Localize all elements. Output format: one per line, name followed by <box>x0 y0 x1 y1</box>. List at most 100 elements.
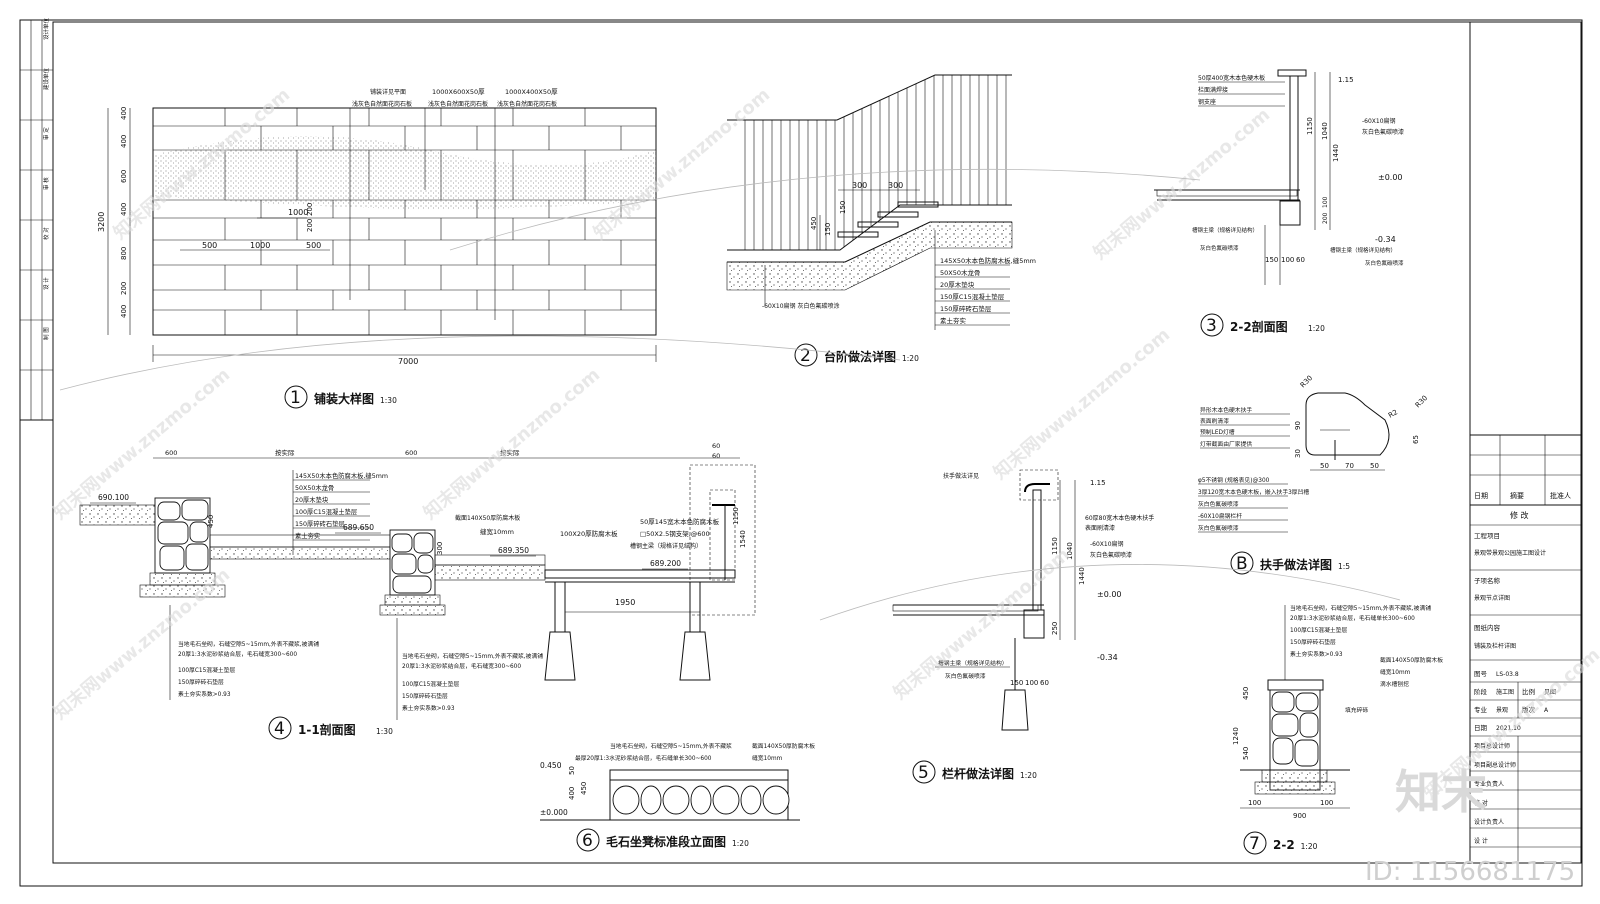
sec7-note-8: 填充碎砾 <box>1345 706 1368 714</box>
sec5-note-9: 灰白色氟碳喷漆 <box>945 672 986 680</box>
sec11-mid-note-5: 槽钢主梁（规格详见结构） <box>630 542 702 550</box>
sec11-left-note-b-3: 150厚碎砖石垫层 <box>402 692 448 700</box>
detail-bubble-6 <box>1243 831 1267 855</box>
sec11-left-note-1: 20厚1:3水泥砂浆结合层，毛石缝宽300~600 <box>178 650 297 658</box>
handrail-note-5: 3厚120宽木本色硬木板，嵌入扶手3厚凹槽 <box>1198 488 1309 496</box>
tb-row-key-4: 版次 <box>1522 705 1536 714</box>
sec7-note-0: 当地毛石垒砌，石缝空隙5~15mm,外表不藏浆,被满铺 <box>1290 604 1431 612</box>
paving-left-dim-5: 200 <box>120 282 128 295</box>
sec7-note-5: 截面140X50厚防腐木板 <box>1380 656 1443 664</box>
detail-scale-5: 1:20 <box>732 839 749 848</box>
detail-number-3: 4 <box>274 719 285 739</box>
sec7-note-6: 缝宽10mm <box>1380 668 1411 676</box>
watermark-site-4: 知末网www.znzmo.com <box>419 364 604 524</box>
detail-scale-7: 1:5 <box>1338 562 1350 571</box>
sec11-level-3: 689.200 <box>650 559 681 568</box>
paving-left-dim-1: 400 <box>120 135 128 148</box>
sec5-dim-2: 1440 <box>1078 567 1086 585</box>
paving-detail: 铺装详见平面 浅灰色自然面花岗石板 1000X600X50厚 浅灰色自然面花岗石… <box>97 88 657 366</box>
detail-bubble-1 <box>794 343 818 367</box>
sec22-note-0: 50厚400宽木本色硬木板 <box>1198 74 1265 82</box>
steps-detail: 450 150 150 300 300 145X50木本色防腐木板,缝5mm50… <box>726 74 1036 330</box>
sec5-note-3: 表面刷清漆 <box>1085 524 1115 532</box>
handrail-dim-50a: 50 <box>1320 462 1329 470</box>
sec22-bottom-note-4: 灰白色氟碳喷漆 <box>1365 259 1404 267</box>
sec11-left-note-4: 素土夯实系数>0.93 <box>178 690 231 698</box>
sec5-note-5: 灰白色氟碳喷漆 <box>1090 551 1132 559</box>
bench-dim-450: 450 <box>580 782 588 795</box>
watermark-site-5: 知末网www.znzmo.com <box>989 324 1174 484</box>
watermark-site-2: 知末网www.znzmo.com <box>1089 104 1274 264</box>
handrail-dim-r2: R2 <box>1387 408 1399 420</box>
tb-row-val-4: A <box>1544 707 1549 714</box>
sec11-left-note-b-2: 100厚C15混凝土垫层 <box>402 680 459 688</box>
sec11-left-note-0: 当地毛石垒砌，石缝空隙5~15mm,外表不藏浆,被满铺 <box>178 640 319 648</box>
sec5-note-8: 槽钢主梁（规格详见结构） <box>938 659 1008 667</box>
tb-sign-0: 项目总设计师 <box>1474 742 1510 750</box>
paving-inner-dim-1000a: 1000 <box>288 208 308 217</box>
sec11-left-note-b-0: 当地毛石垒砌，石缝空隙5~15mm,外表不藏浆,被满铺 <box>402 652 543 660</box>
detail-bubble-0 <box>284 385 308 409</box>
sec22-dim-150: 150 <box>1265 256 1278 264</box>
tb-row-val-5: 2021.10 <box>1496 725 1521 732</box>
detail-number-6: 7 <box>1249 834 1260 854</box>
sec11-mid-note-7: 1540 <box>739 530 747 548</box>
bench-level-1: ±0.000 <box>540 808 568 817</box>
sec11-top-dim-4: 60 <box>712 442 720 450</box>
steps-edge-note: -60X10扁钢 灰白色氟碳喷涂 <box>762 302 839 310</box>
bench-note-3: 缝宽10mm <box>752 754 783 762</box>
paving-left-dim-4: 800 <box>120 247 128 260</box>
steps-dim-300a: 300 <box>852 181 867 190</box>
section-7-detail: 当地毛石垒砌，石缝空隙5~15mm,外表不藏浆,被满铺20厚1:3水泥砂浆结合层… <box>1232 604 1443 820</box>
sec11-level-1: 689.650 <box>343 523 374 532</box>
detail-bubble-4 <box>912 760 936 784</box>
sec5-note-6: ±0.00 <box>1097 590 1122 599</box>
sec22-dim-60: 60 <box>1296 256 1305 264</box>
paving-left-dim-0: 400 <box>120 107 128 120</box>
left-strip-label-3: 审 核 <box>42 177 50 190</box>
sec22-dim-100: 100 <box>1322 196 1329 208</box>
sec22-right-note-1: 灰白色氟碳喷漆 <box>1362 128 1404 136</box>
detail-scale-4: 1:20 <box>1020 771 1037 780</box>
sec11-level-2: 689.350 <box>498 546 529 555</box>
detail-bubble-7 <box>1230 551 1254 575</box>
handrail-note-7: -60X10扁钢栏杆 <box>1198 512 1242 520</box>
handrail-dim-90: 90 <box>1294 421 1302 430</box>
detail-bubble-5 <box>576 828 600 852</box>
sec7-dim-900: 900 <box>1293 812 1306 820</box>
paving-callout-4: 浅灰色自然面花岗石板 <box>428 100 488 108</box>
sec11-level-0: 690.100 <box>98 493 129 502</box>
steps-dim-150b: 150 <box>839 201 847 214</box>
tb-row-key-1: 阶段 <box>1474 687 1488 696</box>
tb-sign-1: 项目副总设计师 <box>1474 761 1516 769</box>
paving-callout-6: 浅灰色自然面花岗石板 <box>497 100 557 108</box>
detail-scale-6: 1:20 <box>1301 842 1318 851</box>
handrail-dim-r30b: R30 <box>1414 394 1429 409</box>
paving-left-dim-6: 400 <box>120 305 128 318</box>
paving-inner-dim-1000b: 1000 <box>250 241 270 250</box>
paving-callout-1: 铺装详见平面 <box>370 88 406 96</box>
sec7-note-4: 素土夯实系数>0.93 <box>1290 650 1343 658</box>
left-strip-label-4: 校 对 <box>42 227 50 240</box>
left-strip-label-5: 设 计 <box>42 277 50 290</box>
sec11-top-dim-1: 按实际 <box>275 448 295 457</box>
detail-title-7: 扶手做法详图 <box>1260 557 1332 572</box>
sec11-top-dim-0: 600 <box>165 449 177 457</box>
steps-dim-450: 450 <box>810 217 818 230</box>
sec11-left-note-b-1: 20厚1:3水泥砂浆结合层，毛石缝宽300~600 <box>402 662 521 670</box>
paving-left-dim-3: 400 <box>120 203 128 216</box>
handrail-dim-50b: 50 <box>1370 462 1379 470</box>
left-strip-label-0: 设计单位 <box>42 17 50 40</box>
sec22-dim-200: 200 <box>1322 212 1329 224</box>
sec5-note-4: -60X10扁钢 <box>1090 540 1124 548</box>
detail-title-6: 2-2 <box>1273 838 1295 852</box>
tb-row-val-1: 施工图 <box>1496 688 1514 696</box>
sec11-left-note-2: 100厚C15混凝土垫层 <box>178 666 235 674</box>
tb-sub-label: 子项名称 <box>1474 576 1501 585</box>
watermark-arc <box>449 168 1201 251</box>
sec11-top-dim-2: 600 <box>405 449 417 457</box>
sec5-note-1: 1.15 <box>1090 479 1106 487</box>
sec11-left-note-3: 150厚碎砖石垫层 <box>178 678 224 686</box>
sec11-layer-1: 50X50木龙骨 <box>295 483 334 492</box>
